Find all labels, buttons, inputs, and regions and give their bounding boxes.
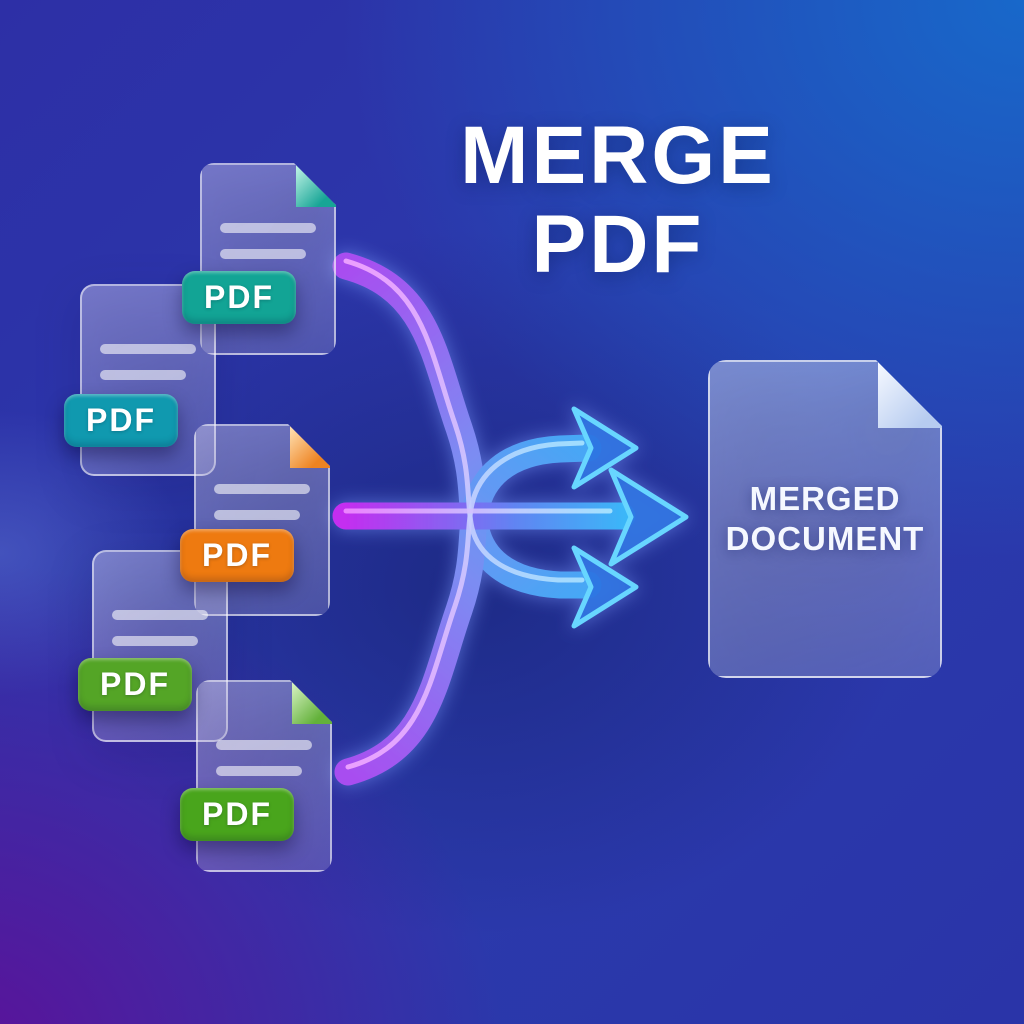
ribbon-highlight: [345, 440, 585, 770]
text-line: [216, 766, 302, 776]
text-line: [100, 344, 196, 354]
title-line2: PDF: [531, 198, 705, 290]
text-line: [220, 223, 316, 233]
merged-label-line2: DOCUMENT: [725, 520, 925, 557]
pdf-document-3: [194, 424, 330, 616]
text-line: [112, 610, 208, 620]
arrowhead-middle-icon: [608, 467, 689, 567]
arrowhead-top-icon: [571, 406, 639, 490]
merged-document: MERGED DOCUMENT: [708, 360, 942, 678]
merged-document-label: MERGED DOCUMENT: [726, 479, 925, 560]
ribbon-bottom-source: [334, 434, 602, 786]
pdf-document-1: [200, 163, 336, 355]
pdf-badge: PDF: [182, 271, 296, 324]
pdf-badge: PDF: [64, 394, 178, 447]
merged-label-line1: MERGED: [749, 479, 901, 517]
text-line: [100, 370, 186, 380]
pdf-badge: PDF: [78, 658, 192, 711]
arrowhead-bottom-icon: [571, 545, 639, 629]
ribbon-highlight: [343, 258, 585, 583]
text-line: [112, 636, 198, 646]
title-line1: MERGE: [460, 110, 776, 201]
pdf-badge: PDF: [180, 788, 294, 841]
text-line: [214, 510, 300, 520]
text-line: [220, 249, 306, 259]
pdf-badge: PDF: [180, 529, 294, 582]
pdf-document-5: [196, 680, 332, 872]
text-line: [216, 740, 312, 750]
page-title: MERGE PDF: [408, 110, 828, 290]
text-line: [214, 484, 310, 494]
